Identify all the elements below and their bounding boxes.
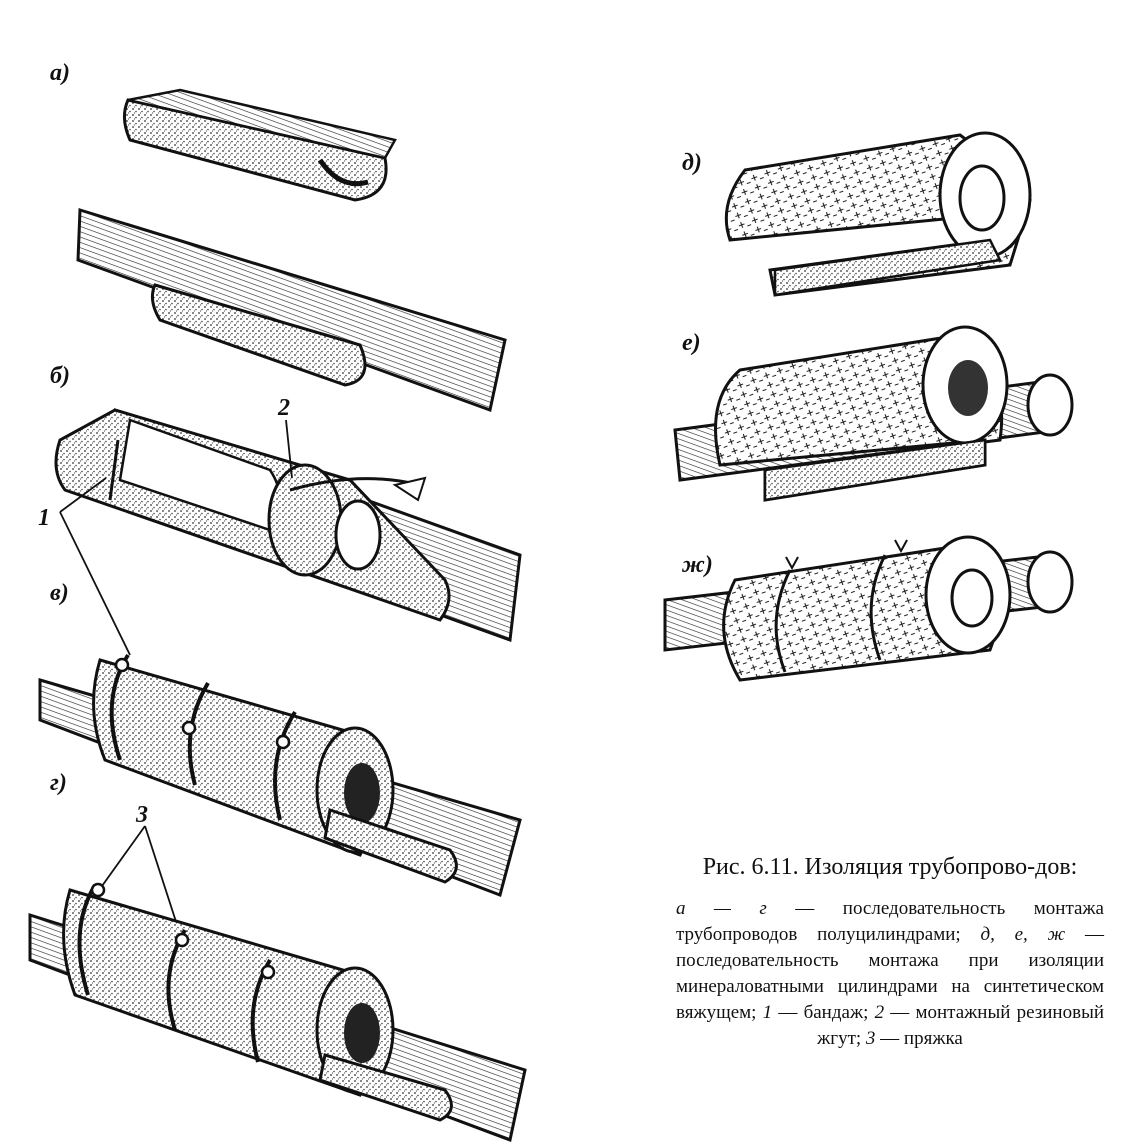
caption-segment: — бандаж; <box>772 1002 875 1023</box>
panel-label-v: в) <box>50 580 69 606</box>
caption-segment: 2 <box>874 1002 885 1023</box>
caption-segment: — пряжка <box>875 1028 963 1049</box>
caption-segment: 1 <box>762 1002 773 1023</box>
panel-label-a: а) <box>50 60 70 86</box>
caption-title: Рис. 6.11. Изоляция трубопрово-дов: <box>702 854 1078 880</box>
slit-wool-cylinder <box>724 131 1032 297</box>
assembled-wool-cylinders <box>663 535 1074 682</box>
pipe-b-assembly <box>54 408 522 643</box>
caption-segment: — монтажный резиновый жгут; <box>817 1002 1105 1049</box>
half-cylinder-shell <box>123 88 397 202</box>
leader-buckle-1 <box>101 825 146 887</box>
caption-segment: — последовательность монтажа при изоляци… <box>676 924 1105 1023</box>
leader-tourniquet <box>285 419 293 479</box>
panel-label-zh: ж) <box>681 552 713 578</box>
leader-bandage-2 <box>59 511 131 656</box>
panel-label-e: е) <box>682 330 701 356</box>
pipe-v-assembly <box>38 653 522 897</box>
caption-segment: а — г <box>676 898 767 919</box>
panel-label-d: д) <box>682 150 702 176</box>
callout-bandage: 1 <box>38 505 50 531</box>
callout-buckle: 3 <box>135 802 148 828</box>
panel-label-g: г) <box>50 770 67 796</box>
panel-label-b: б) <box>50 363 70 389</box>
pipe-g-assembly <box>28 882 527 1143</box>
pipe-a <box>76 207 507 412</box>
caption-segment: — последовательность монтажа трубопровод… <box>676 898 1104 945</box>
caption-segment: 3 <box>865 1028 876 1049</box>
wool-cylinder-on-pipe <box>673 325 1074 502</box>
caption-segment: д, е, ж <box>980 924 1066 945</box>
caption-body: а — г — последовательность монтажа трубо… <box>676 896 1104 1052</box>
leader-bandage-1 <box>59 477 107 513</box>
leader-buckle-2 <box>144 825 181 935</box>
figure-caption: Рис. 6.11. Изоляция трубопрово-дов: а — … <box>676 852 1104 1052</box>
callout-tourniquet: 2 <box>277 395 290 421</box>
